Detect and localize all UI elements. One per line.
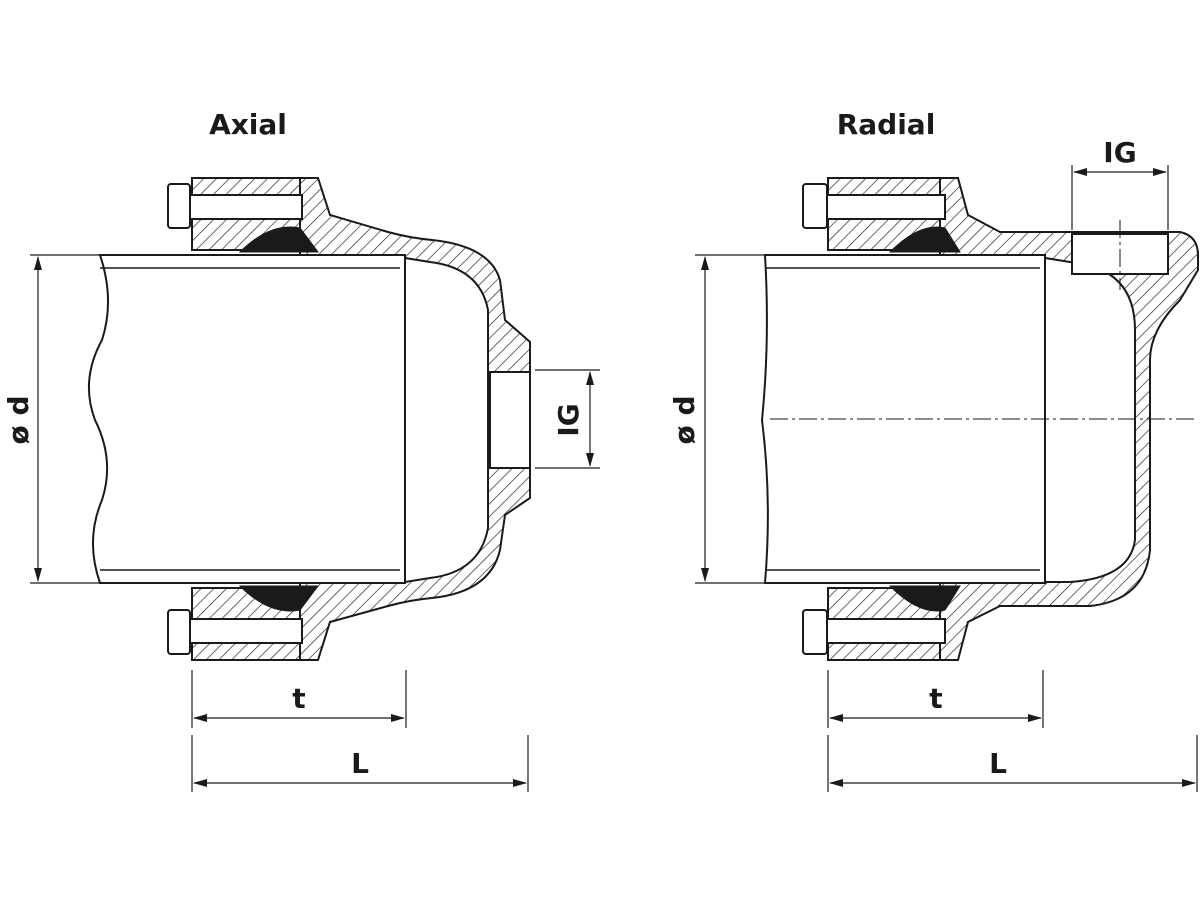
radial-diameter-label: ø d xyxy=(668,395,701,444)
axial-view: Axial ø d xyxy=(2,108,600,792)
radial-seal-bottom xyxy=(888,585,961,612)
axial-length-label: L xyxy=(351,747,369,780)
axial-thread-bore xyxy=(489,371,531,469)
axial-thread-dimension: IG xyxy=(535,369,600,469)
axial-bolt-bottom xyxy=(167,609,303,655)
axial-pipe xyxy=(87,254,406,584)
radial-depth-dimension: t xyxy=(827,670,1044,728)
radial-bolt-top xyxy=(802,183,946,229)
axial-title: Axial xyxy=(209,108,287,141)
radial-view: Radial ø d IG xyxy=(668,108,1199,792)
axial-diameter-label: ø d xyxy=(2,395,35,444)
radial-cap-cavity xyxy=(1044,256,1136,583)
radial-thread-label: IG xyxy=(1103,136,1136,169)
axial-seal-top xyxy=(238,226,319,253)
axial-depth-label: t xyxy=(292,682,305,715)
axial-depth-dimension: t xyxy=(191,670,407,728)
radial-length-dimension: L xyxy=(827,735,1198,792)
radial-diameter-dimension: ø d xyxy=(668,254,765,584)
radial-thread-dimension: IG xyxy=(1071,136,1169,230)
axial-seal-bottom xyxy=(238,585,319,612)
radial-bolt-bottom xyxy=(802,609,946,655)
radial-length-label: L xyxy=(989,747,1007,780)
radial-seal-top xyxy=(888,226,961,253)
radial-title: Radial xyxy=(837,108,936,141)
axial-length-dimension: L xyxy=(191,735,529,792)
axial-diameter-dimension: ø d xyxy=(2,254,100,584)
axial-cap-cavity xyxy=(404,256,489,584)
axial-bolt-top xyxy=(167,183,303,229)
axial-thread-label: IG xyxy=(552,403,585,436)
radial-depth-label: t xyxy=(929,682,942,715)
